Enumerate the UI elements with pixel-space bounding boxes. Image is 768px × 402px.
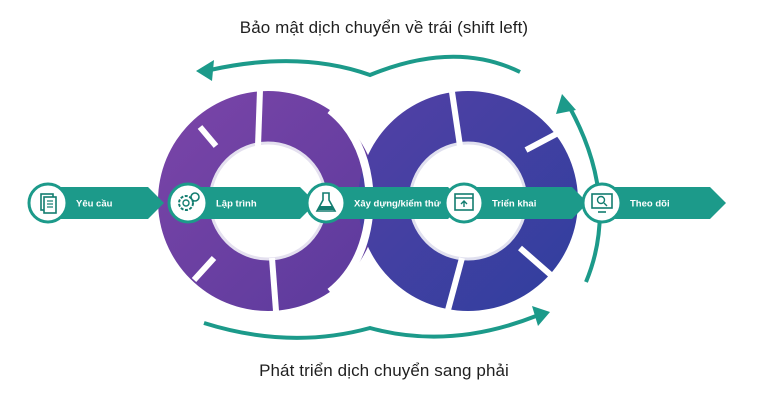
left-ring-gap xyxy=(269,257,279,312)
document-stack-icon xyxy=(40,193,57,214)
step-icon-badge xyxy=(167,182,209,224)
monitor-search-icon xyxy=(591,193,613,213)
flask-icon xyxy=(315,192,337,212)
step-3: Xây dựng/kiểm thử xyxy=(305,182,464,224)
step-icon-badge xyxy=(305,182,347,224)
steps: Yêu cầu Lập trình Xây dựng/kiểm thử Triển k… xyxy=(27,182,726,224)
shift-right-title: Phát triển dịch chuyển sang phải xyxy=(259,361,509,380)
step-label: Yêu cầu xyxy=(76,199,113,210)
left-ring-gap xyxy=(197,125,219,148)
step-arrow-shape xyxy=(602,187,726,219)
step-label: Lập trình xyxy=(216,199,257,210)
step-label: Theo dõi xyxy=(630,199,670,210)
left-ring-gap xyxy=(191,255,217,283)
step-arrow-shape xyxy=(326,187,464,219)
right-ring-gap xyxy=(518,245,554,279)
step-4: Triển khai xyxy=(443,182,588,224)
step-arrow-shape xyxy=(188,187,316,219)
shift-right-arrow xyxy=(203,306,550,340)
step-5: Theo dõi xyxy=(581,182,726,224)
step-arrow-shape xyxy=(464,187,588,219)
step-label: Triển khai xyxy=(492,199,536,210)
step-1: Yêu cầu xyxy=(27,182,164,224)
deploy-window-icon xyxy=(454,193,474,211)
shift-left-title: Bảo mật dịch chuyển về trái (shift left) xyxy=(239,18,529,37)
right-ring-gap xyxy=(449,91,463,147)
step-arrow-shape xyxy=(48,187,164,219)
step-2: Lập trình xyxy=(167,182,316,224)
step-label: Xây dựng/kiểm thử xyxy=(354,199,441,210)
right-ring-gap xyxy=(445,257,465,311)
shift-left-arrow xyxy=(196,54,521,81)
left-ring-gap xyxy=(255,89,263,147)
right-ring-gap xyxy=(524,129,562,153)
code-gear-icon xyxy=(178,192,200,211)
